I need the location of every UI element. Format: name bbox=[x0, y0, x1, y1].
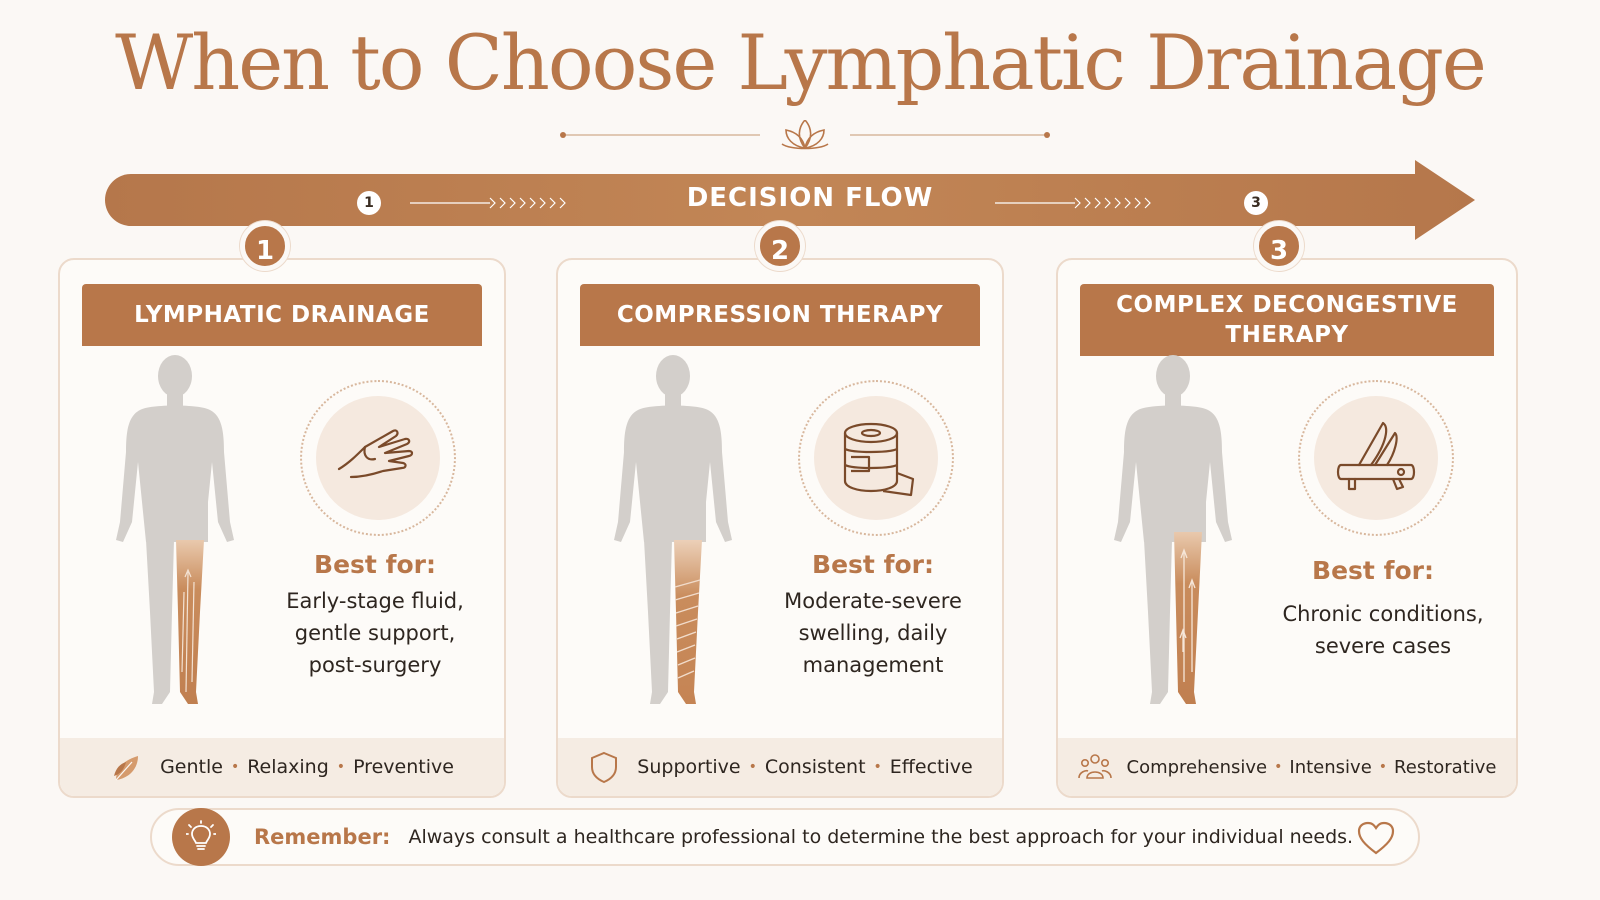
tag: Restorative bbox=[1394, 756, 1497, 778]
card-footer-tags: Supportive • Consistent • Effective bbox=[558, 738, 1002, 796]
flow-step-3: 3 bbox=[1244, 191, 1268, 215]
icon-ring bbox=[798, 380, 954, 536]
icon-ring bbox=[1298, 380, 1454, 536]
card-header: COMPRESSION THERAPY bbox=[580, 284, 980, 346]
decision-flow-label: DECISION FLOW bbox=[686, 183, 934, 213]
tag: Supportive bbox=[637, 756, 741, 778]
shield-icon bbox=[591, 751, 618, 784]
human-body-figure bbox=[116, 355, 234, 704]
lightbulb-badge bbox=[172, 808, 230, 866]
lotus-icon bbox=[781, 120, 829, 150]
card-header: COMPLEX DECONGESTIVE THERAPY bbox=[1080, 284, 1494, 356]
flow-chevrons-left bbox=[410, 197, 566, 209]
tag: Preventive bbox=[353, 756, 454, 778]
card-lymphatic-drainage: LYMPHATIC DRAINAGE Best fo bbox=[58, 258, 506, 798]
best-for-description: Chronic conditions, severe cases bbox=[1282, 602, 1484, 658]
tag: Gentle bbox=[160, 756, 223, 778]
bandage-roll-icon bbox=[843, 422, 915, 497]
icon-ring bbox=[300, 380, 456, 536]
tag: Effective bbox=[889, 756, 973, 778]
card-footer-tags: Gentle • Relaxing • Preventive bbox=[60, 738, 504, 796]
heart-icon bbox=[1357, 821, 1395, 855]
card-compression-therapy: COMPRESSION THERAPY bbox=[556, 258, 1004, 798]
tag: Consistent bbox=[764, 756, 866, 778]
remember-text: Always consult a healthcare professional… bbox=[408, 826, 1354, 848]
tag: Comprehensive bbox=[1126, 756, 1268, 778]
remember-banner: Remember: Always consult a healthcare pr… bbox=[150, 808, 1420, 866]
lotus-divider bbox=[560, 120, 1050, 150]
card-footer-tags: Comprehensive • Intensive • Restorative bbox=[1058, 738, 1516, 796]
human-body-figure bbox=[1114, 355, 1232, 704]
best-for-description: Early-stage fluid, gentle support, post-… bbox=[286, 589, 464, 677]
human-body-figure bbox=[614, 355, 732, 704]
flow-chevrons-right bbox=[995, 197, 1151, 209]
tag: Relaxing bbox=[247, 756, 329, 778]
people-group-icon bbox=[1077, 754, 1112, 779]
leaf-icon bbox=[114, 756, 139, 781]
tag: Intensive bbox=[1289, 756, 1372, 778]
card-number-badge: 3 bbox=[1254, 221, 1304, 271]
best-for-label: Best for: bbox=[314, 550, 436, 579]
remember-label: Remember: bbox=[254, 825, 391, 849]
card-header: LYMPHATIC DRAINAGE bbox=[82, 284, 482, 346]
page-title: When to Choose Lymphatic Drainage bbox=[115, 18, 1487, 107]
flow-step-1: 1 bbox=[357, 191, 381, 215]
card-number-badge: 1 bbox=[240, 221, 290, 271]
hand-massage-icon bbox=[337, 429, 414, 479]
best-for-label: Best for: bbox=[812, 550, 934, 579]
best-for-label: Best for: bbox=[1312, 556, 1434, 585]
decision-flow-arrow bbox=[105, 160, 1475, 240]
multi-tool-icon bbox=[1336, 421, 1416, 491]
lightbulb-icon bbox=[186, 820, 216, 850]
card-complex-decongestive-therapy: COMPLEX DECONGESTIVE THERAPY bbox=[1056, 258, 1518, 798]
card-number-badge: 2 bbox=[755, 221, 805, 271]
best-for-description: Moderate-severe swelling, daily manageme… bbox=[784, 589, 962, 677]
